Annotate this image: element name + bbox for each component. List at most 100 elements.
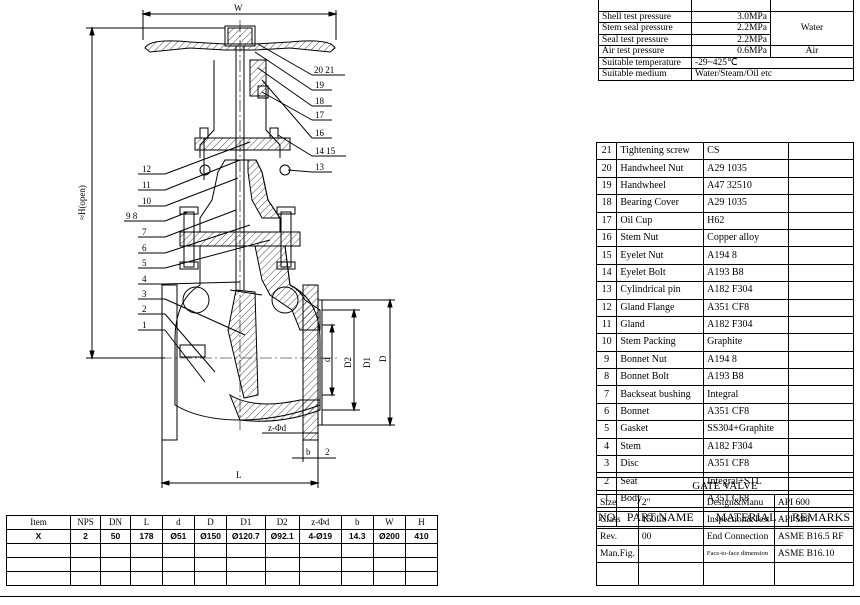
test-label: Seal test pressure: [598, 33, 692, 46]
part-material: A47 32510: [703, 176, 789, 196]
part-remarks: [787, 437, 855, 457]
part-name: Gasket: [616, 420, 705, 439]
dim-empty-cell: [6, 557, 71, 572]
dim-header-cell: D1: [226, 515, 266, 530]
test-medium: Air: [770, 45, 854, 58]
part-material: A194 8: [703, 246, 789, 265]
dim-w-label: W: [234, 3, 243, 13]
test-value: 2.2MPa: [691, 33, 771, 46]
part-material: A193 B8: [703, 263, 789, 283]
part-remarks: [787, 263, 855, 283]
dim-empty-cell: [340, 557, 374, 572]
part-remarks: [787, 315, 855, 335]
part-no: 17: [595, 211, 618, 230]
test-pressure-table: Shell test pressure 3.0MPa Water Stem se…: [598, 0, 854, 81]
test-label: Shell test pressure: [598, 10, 692, 23]
part-no: 6: [595, 402, 618, 422]
dim-empty-cell: [264, 543, 300, 558]
lead-16: 16: [315, 128, 325, 138]
lead-3: 3: [142, 289, 147, 299]
dim-d2-label: D2: [343, 357, 353, 368]
dim-empty-cell: [193, 557, 228, 572]
size-label: Size: [596, 494, 639, 512]
dim-empty-cell: [6, 571, 71, 586]
part-name: Eyelet Bolt: [616, 263, 705, 283]
title-row: Rev. 00 End Connection ASME B16.5 RF: [596, 528, 855, 546]
part-remarks: [787, 402, 855, 422]
part-material: H62: [703, 211, 789, 230]
temperature-value: -29~425℃: [691, 56, 854, 69]
dim-header-cell: D2: [264, 515, 300, 530]
dim-empty-cell: [100, 557, 131, 572]
dim-value-cell: 2: [69, 529, 102, 544]
part-no: 13: [595, 281, 618, 300]
dim-empty-cell: [69, 557, 102, 572]
dim-empty-cell: [298, 571, 342, 586]
dim-header-cell: z-Φd: [298, 515, 342, 530]
part-name: Stem Packing: [616, 333, 705, 352]
part-name: Bonnet Bolt: [616, 368, 705, 387]
lead-6: 6: [142, 243, 147, 253]
dim-h-label: ≈H(open): [77, 185, 87, 220]
medium-value: Water/Steam/Oil etc: [691, 68, 854, 81]
part-material: Copper alloy: [703, 228, 789, 248]
dim-empty-row: [6, 557, 438, 572]
lead-19: 19: [315, 80, 325, 90]
part-remarks: [787, 368, 855, 387]
dim-header-cell: H: [405, 515, 438, 530]
dim-empty-cell: [405, 571, 438, 586]
dim-empty-cell: [130, 543, 163, 558]
part-name: Stem: [616, 437, 705, 457]
test-label: Air test pressure: [598, 45, 692, 58]
test-row: Stem seal pressure 2.2MPa: [598, 22, 854, 35]
part-name: Oil Cup: [616, 211, 705, 230]
dim-empty-cell: [6, 543, 71, 558]
part-name: Cylindrical pin: [616, 281, 705, 300]
part-no: 14: [595, 263, 618, 283]
dim-empty-cell: [161, 557, 195, 572]
part-name: Gland Flange: [616, 298, 705, 317]
title-row: Class 150Lb Inspection&Test API 598: [596, 511, 855, 529]
dim-empty-cell: [130, 571, 163, 586]
dim-header-cell: d: [161, 515, 195, 530]
dim-zphi-label: z-Φd: [268, 423, 287, 433]
dim-empty-cell: [226, 557, 266, 572]
part-material: A182 F304: [703, 281, 789, 300]
part-remarks: [787, 194, 855, 213]
part-no: 15: [595, 246, 618, 265]
dim-empty-cell: [264, 571, 300, 586]
part-remarks: [787, 350, 855, 370]
test-row: Suitable temperature -29~425℃: [598, 56, 854, 69]
part-name: Eyelet Nut: [616, 246, 705, 265]
dim-value-cell: 50: [100, 529, 131, 544]
dim-empty-cell: [340, 571, 374, 586]
end-label: End Connection: [702, 528, 775, 546]
dim-bigd-label: D: [378, 355, 388, 362]
dim-value-cell: 4-Ø19: [298, 529, 342, 544]
drawing-frame-bottom: [0, 596, 860, 597]
dim-empty-cell: [193, 543, 228, 558]
dim-header-cell: D: [193, 515, 228, 530]
part-remarks: [787, 228, 855, 248]
dim-value-cell: Ø150: [193, 529, 228, 544]
temperature-label: Suitable temperature: [598, 56, 692, 69]
rev-label: Rev.: [596, 528, 639, 546]
dim-d1-label: D1: [362, 357, 372, 368]
part-name: Bonnet Nut: [616, 350, 705, 370]
dim-empty-cell: [100, 571, 131, 586]
lead-13: 13: [315, 162, 325, 172]
test-label: Stem seal pressure: [598, 22, 692, 35]
test-row: Air test pressure 0.6MPa Air: [598, 45, 854, 58]
test-row: Seal test pressure 2.2MPa: [598, 33, 854, 46]
